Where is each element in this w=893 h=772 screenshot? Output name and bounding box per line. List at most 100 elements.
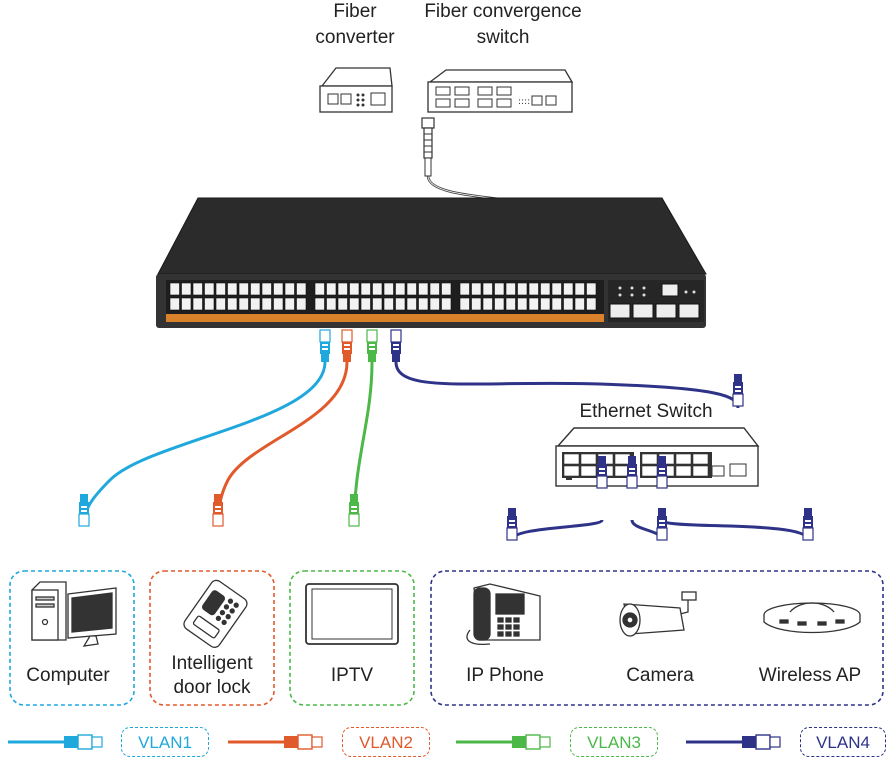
switch-port — [349, 297, 360, 311]
vlan3-cable — [348, 329, 378, 527]
switch-port — [406, 282, 417, 296]
legend-swatches — [8, 734, 781, 750]
switch-port — [459, 282, 470, 296]
switch-port — [471, 282, 482, 296]
computer-icon — [31, 581, 117, 647]
switch-port — [227, 282, 238, 296]
switch-port — [192, 297, 203, 311]
switch-port — [314, 282, 325, 296]
camera-icon — [619, 591, 697, 637]
switch-port — [441, 282, 452, 296]
legend-vlan4: VLAN4 — [800, 727, 886, 757]
vlan4-downstream-cables — [506, 455, 814, 541]
switch-port — [551, 282, 562, 296]
switch-port — [273, 297, 284, 311]
rj45-connector-icon — [78, 493, 90, 527]
iptv-label: IPTV — [330, 665, 374, 686]
ethernet-port — [641, 453, 658, 465]
vlan4-cable — [390, 329, 744, 409]
rj45-connector-icon — [656, 455, 668, 489]
ethernet-port — [692, 465, 709, 477]
switch-port — [204, 282, 215, 296]
vlan2-device-box — [149, 570, 275, 706]
ethernet-port — [580, 465, 597, 477]
vlan3-device-box — [289, 570, 415, 706]
legend-vlan2: VLAN2 — [342, 727, 430, 757]
fiber-switch-label: Fiber convergence switch — [410, 0, 596, 51]
legend-cable-2 — [228, 734, 323, 750]
switch-port — [418, 297, 429, 311]
switch-port — [563, 297, 574, 311]
svg-text:::::: :::: — [518, 97, 530, 107]
fiber-connector-icon — [421, 117, 435, 177]
switch-port — [238, 297, 249, 311]
switch-port — [540, 282, 551, 296]
switch-port — [574, 297, 585, 311]
switch-port — [372, 282, 383, 296]
switch-port — [418, 282, 429, 296]
switch-port — [372, 297, 383, 311]
switch-port — [261, 282, 272, 296]
switch-port — [284, 282, 295, 296]
fiber-converter-label: Fiber converter — [300, 0, 410, 51]
door-lock-label: Intelligent door lock — [150, 652, 274, 700]
fiber-convergence-switch-icon: :::: — [427, 69, 574, 113]
managed-switch-icon — [156, 197, 707, 328]
switch-port — [551, 297, 562, 311]
legend-cable-1 — [8, 734, 103, 750]
fiber-switch-label-line2: switch — [476, 27, 530, 48]
rj45-connector-icon — [732, 373, 744, 407]
switch-port — [273, 282, 284, 296]
switch-port — [540, 297, 551, 311]
switch-port — [574, 282, 585, 296]
switch-port — [337, 297, 348, 311]
switch-port — [494, 282, 505, 296]
ip-phone-icon — [466, 583, 541, 646]
door-lock-label-line1: Intelligent — [171, 653, 253, 674]
ip-phone-label: IP Phone — [466, 665, 544, 686]
fiber-converter-icon — [319, 67, 393, 113]
rj45-connector-icon — [802, 507, 814, 541]
ethernet-port — [692, 453, 709, 465]
ethernet-port — [675, 453, 692, 465]
switch-port — [505, 297, 516, 311]
legend-cable-4 — [686, 734, 781, 750]
rj45-connector-icon — [319, 329, 331, 363]
rj45-connector-icon — [366, 329, 378, 363]
switch-port — [360, 282, 371, 296]
switch-port — [227, 297, 238, 311]
switch-port — [429, 297, 440, 311]
switch-port — [586, 297, 597, 311]
switch-port — [395, 297, 406, 311]
rj45-connector-icon — [341, 329, 353, 363]
sfp-panel — [608, 280, 704, 322]
switch-port — [238, 282, 249, 296]
fiber-converter-label-line2: converter — [315, 27, 395, 48]
ethernet-port — [563, 465, 580, 477]
switch-port — [326, 297, 337, 311]
ethernet-port — [580, 453, 597, 465]
switch-port — [169, 297, 180, 311]
switch-port — [459, 297, 470, 311]
switch-port — [383, 282, 394, 296]
wireless-ap-label: Wireless AP — [758, 665, 862, 686]
ethernet-port — [641, 465, 658, 477]
switch-port — [181, 297, 192, 311]
legend-vlan1: VLAN1 — [121, 727, 209, 757]
vlan2-cable — [212, 329, 353, 527]
tv-icon — [305, 583, 399, 645]
ethernet-switch-label: Ethernet Switch — [579, 401, 713, 422]
switch-port — [528, 297, 539, 311]
switch-port — [215, 297, 226, 311]
switch-port — [204, 297, 215, 311]
legend-cable-3 — [456, 734, 551, 750]
legend-vlan3: VLAN3 — [570, 727, 658, 757]
switch-port — [383, 297, 394, 311]
switch-port — [517, 282, 528, 296]
switch-port — [261, 297, 272, 311]
switch-port — [586, 282, 597, 296]
switch-port — [360, 297, 371, 311]
rj45-connector-icon — [212, 493, 224, 527]
ethernet-port — [675, 465, 692, 477]
